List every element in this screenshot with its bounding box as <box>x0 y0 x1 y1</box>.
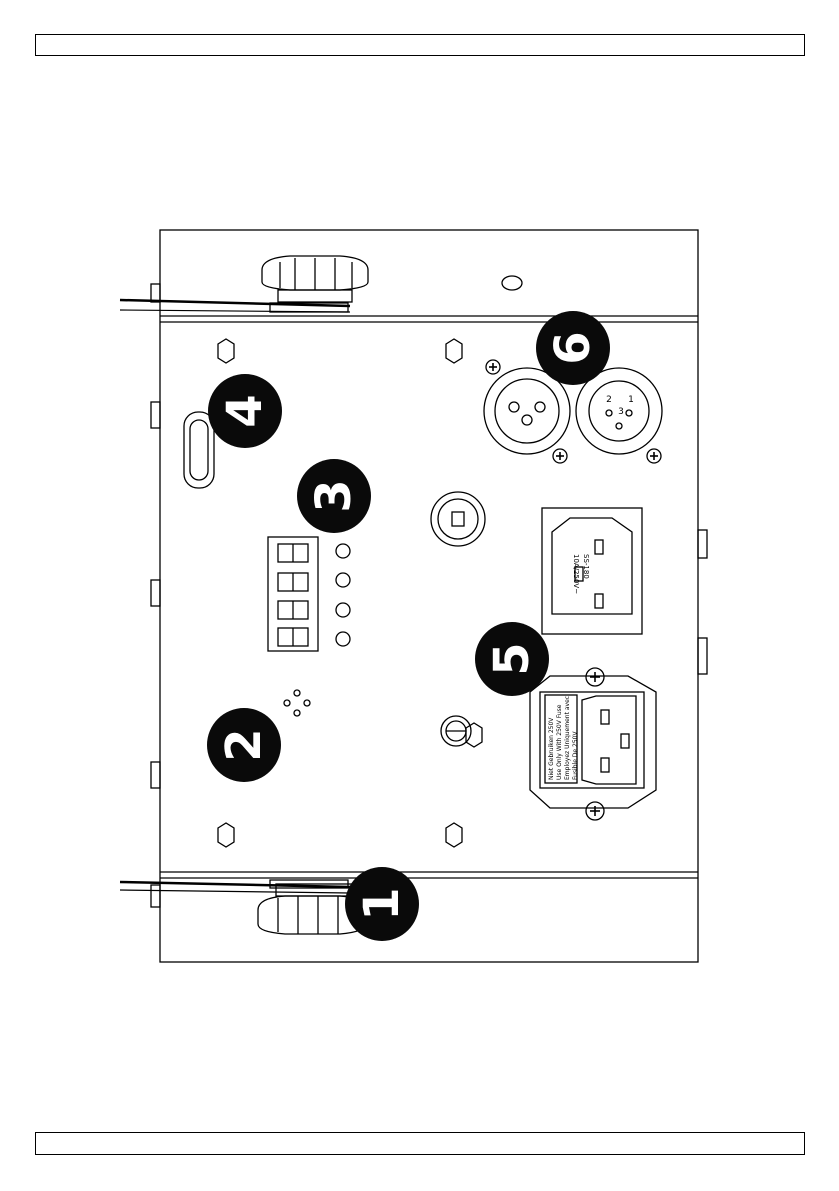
power-in-label-line3: Employez Uniquement avec <box>564 696 571 780</box>
callout-3-label: 3 <box>306 479 362 512</box>
callout-5-label: 5 <box>484 642 540 675</box>
screw-bottom-left <box>218 823 234 847</box>
callout-1: 1 <box>345 867 419 941</box>
dmx-address-display <box>268 537 350 651</box>
callout-6-label: 6 <box>545 331 601 364</box>
xlr-pin-3-label: 3 <box>618 407 624 417</box>
xlr-pin-2-label: 2 <box>606 395 612 405</box>
power-in-label-line1: Niet Gebruiken 250V <box>548 717 555 780</box>
callout-4-label: 4 <box>217 394 273 427</box>
callout-2: 2 <box>207 708 281 782</box>
fuse-holder <box>431 492 485 546</box>
screw-bottom-mid <box>446 823 462 847</box>
page-footer-box <box>35 1132 805 1155</box>
power-in-label-line4: Fusible De 250V <box>572 731 579 780</box>
power-output-socket <box>542 508 642 634</box>
screw-top-left <box>218 339 234 363</box>
housing-outline <box>160 230 698 962</box>
power-out-rating-line2: 10A/250V~ <box>572 554 580 594</box>
callout-5: 5 <box>475 622 549 696</box>
microphone-holes <box>284 690 310 716</box>
callout-1-label: 1 <box>354 887 410 920</box>
power-in-label-line2: Use Only With 250V Fuse <box>556 704 563 780</box>
screw-top-mid <box>446 339 462 363</box>
callout-6: 6 <box>536 311 610 385</box>
callout-2-label: 2 <box>216 728 272 761</box>
callout-4: 4 <box>208 374 282 448</box>
xlr-pin-1-label: 1 <box>628 395 634 405</box>
power-out-rating-line1: SS-180 <box>582 554 590 579</box>
callout-3: 3 <box>297 459 371 533</box>
cable-grommet <box>184 412 214 488</box>
ground-terminal <box>441 716 471 746</box>
top-knob <box>262 256 368 302</box>
